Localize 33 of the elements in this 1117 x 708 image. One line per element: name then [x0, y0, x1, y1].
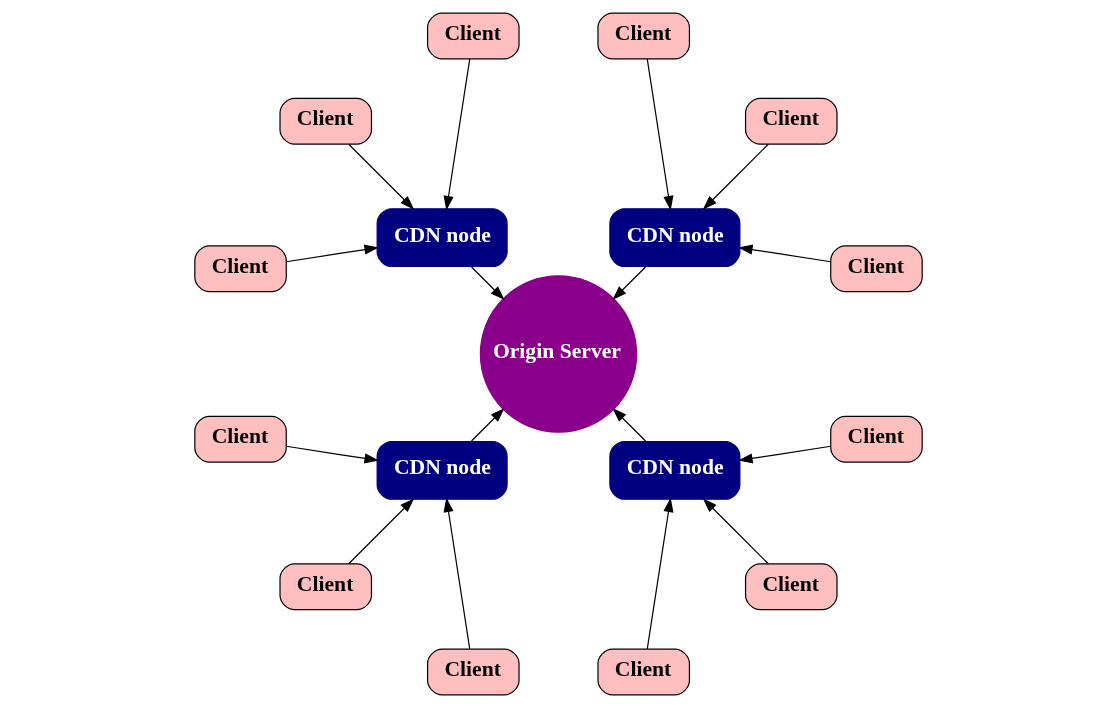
arrow: [702, 498, 769, 565]
arrow: [285, 445, 379, 464]
arrow: [443, 497, 471, 650]
arrow: [702, 143, 769, 210]
arrow: [443, 58, 471, 211]
node-box: Client: [830, 415, 923, 463]
arrow: [612, 407, 647, 442]
node-box: Client: [597, 648, 691, 696]
node-box: Client: [744, 563, 838, 611]
node-box: CDN node: [376, 440, 508, 500]
arrow: [738, 445, 832, 464]
node-box: Client: [597, 12, 691, 60]
node-box: Client: [744, 97, 838, 145]
node-box: Client: [426, 648, 520, 696]
node-box: Client: [279, 97, 373, 145]
node-box: Client: [426, 12, 520, 60]
node-box: Client: [279, 563, 373, 611]
node-circle: Origin Server: [479, 275, 638, 433]
node-box: Client: [830, 245, 923, 293]
arrow: [646, 497, 674, 650]
node-box: Client: [194, 415, 287, 463]
node-box: CDN node: [376, 208, 508, 268]
arrow: [348, 498, 415, 565]
arrow: [612, 266, 647, 301]
arrow: [470, 407, 505, 442]
arrow: [285, 244, 379, 263]
arrow: [738, 244, 832, 263]
arrow: [470, 266, 505, 301]
node-box: CDN node: [609, 440, 741, 500]
node-box: Client: [194, 245, 287, 293]
node-box: CDN node: [609, 208, 741, 268]
arrow: [348, 143, 415, 210]
arrow: [646, 58, 674, 211]
